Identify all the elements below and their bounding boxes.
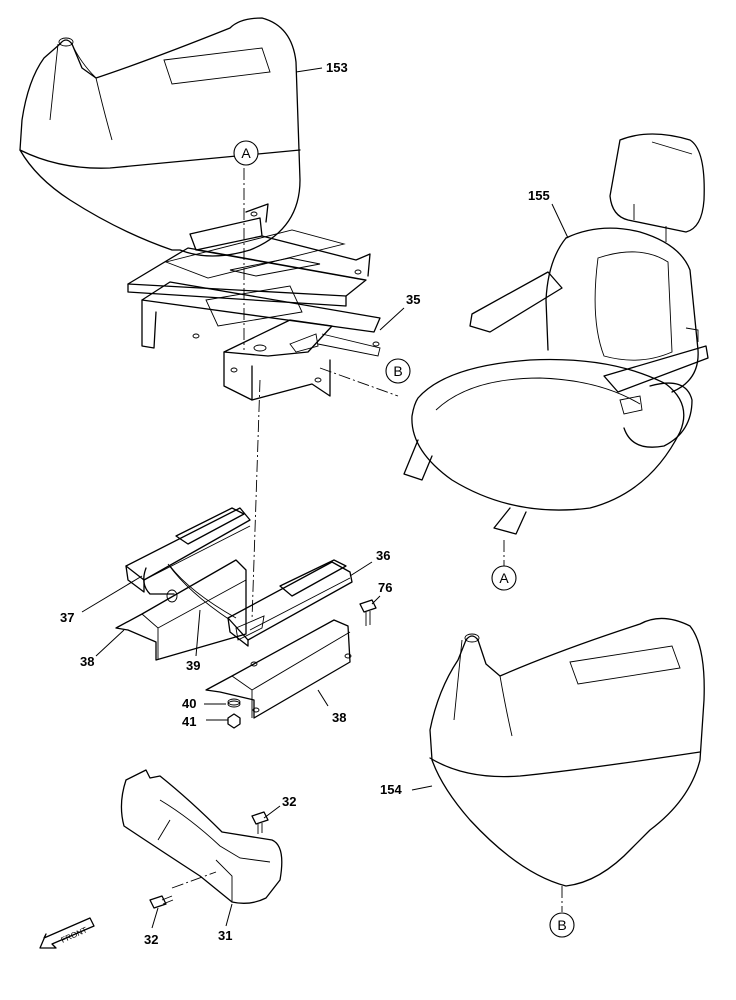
alignment-chain-lines [171,168,563,912]
operator-seat-155 [403,133,709,535]
label-38-left: 38 [80,654,94,669]
label-35: 35 [406,292,420,307]
part-number-labels: 153 155 35 36 76 37 38 39 40 41 38 32 15… [60,60,550,947]
label-39: 39 [186,658,200,673]
bolt-76 [359,599,377,626]
bracket-cover-31 [120,769,283,904]
label-38-right: 38 [332,710,346,725]
label-154: 154 [380,782,402,797]
washer-40 [227,698,241,708]
label-32-upper: 32 [282,794,296,809]
svg-text:B: B [557,917,566,933]
bolt-32-lower [149,895,174,909]
seat-cover-154 [429,617,705,887]
seat-frame-35 [127,203,381,401]
reference-marker-b-frame: B [385,358,411,384]
label-153: 153 [326,60,348,75]
seat-rails-assembly [115,507,353,719]
label-41: 41 [182,714,196,729]
svg-text:A: A [241,145,251,161]
reference-marker-a-seat: A [491,565,517,591]
front-direction-arrow: FRONT [39,917,95,949]
label-76: 76 [378,580,392,595]
bolt-32-upper [251,811,269,834]
reference-marker-a-top: A [233,140,259,166]
label-32-lower: 32 [144,932,158,947]
label-37: 37 [60,610,74,625]
label-36: 36 [376,548,390,563]
leader-lines [81,67,569,929]
seat-cover-153 [19,17,301,257]
label-31: 31 [218,928,232,943]
reference-marker-b-bottom: B [549,912,575,938]
svg-text:A: A [499,570,509,586]
front-arrow-label: FRONT [60,925,89,944]
nut-41 [227,713,241,729]
svg-text:B: B [393,363,402,379]
label-155: 155 [528,188,550,203]
label-40: 40 [182,696,196,711]
